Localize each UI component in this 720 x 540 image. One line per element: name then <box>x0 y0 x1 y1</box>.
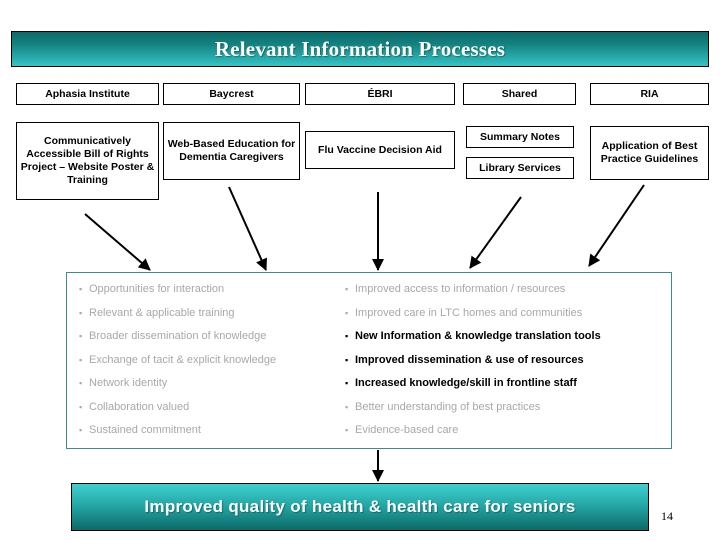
arrow-ria-to-outcomes <box>588 184 645 267</box>
bullet-marker-icon: ▪ <box>345 425 349 435</box>
project-box-best-practice-guidelines: Application of Best Practice Guidelines <box>590 126 709 180</box>
bullet-marker-icon: ▪ <box>345 401 349 412</box>
outcomes-box: ▪ Opportunities for interaction ▪ Releva… <box>66 272 672 449</box>
list-item-label: Exchange of tacit & explicit knowledge <box>89 353 277 366</box>
list-item-label: Collaboration valued <box>89 400 190 413</box>
list-item: ▪ New Information & knowledge translatio… <box>345 330 665 354</box>
list-item-label: Opportunities for interaction <box>89 283 225 295</box>
conclusion-label: Improved quality of health & health care… <box>144 497 576 516</box>
bullet-marker-icon: ▪ <box>345 307 349 318</box>
project-box-bill-of-rights: Communicatively Accessible Bill of Right… <box>16 122 159 200</box>
page-title: Relevant Information Processes <box>214 36 506 61</box>
list-item-label: Network identity <box>89 377 168 389</box>
list-item: ▪ Opportunities for interaction <box>79 283 359 307</box>
column-header-aphasia-institute: Aphasia Institute <box>16 83 159 105</box>
project-box-flu-vaccine-decision-aid: Flu Vaccine Decision Aid <box>305 131 455 169</box>
bullet-marker-icon: ▪ <box>79 354 83 365</box>
column-header-shared: Shared <box>463 83 576 105</box>
list-item-label: Improved care in LTC homes and communiti… <box>355 306 583 319</box>
list-item: ▪ Evidence-based care <box>345 424 665 448</box>
list-item-label: Improved dissemination & use of resource… <box>355 353 584 366</box>
list-item: ▪ Improved access to information / resou… <box>345 283 665 307</box>
list-item-label: Broader dissemination of knowledge <box>89 330 267 342</box>
list-item-label: Better understanding of best practices <box>355 400 541 413</box>
column-header-ebri: ÉBRI <box>305 83 455 105</box>
page-number: 14 <box>661 509 673 523</box>
list-item: ▪ Relevant & applicable training <box>79 307 359 331</box>
column-header-ria: RIA <box>590 83 709 105</box>
project-box-library-services: Library Services <box>466 157 574 179</box>
arrow-baycrest-to-outcomes <box>228 186 268 271</box>
bullet-marker-icon: ▪ <box>345 284 349 294</box>
list-item: ▪ Broader dissemination of knowledge <box>79 330 359 354</box>
project-box-summary-notes: Summary Notes <box>466 126 574 148</box>
bullet-marker-icon: ▪ <box>79 331 83 341</box>
list-item-label: Evidence-based care <box>355 424 459 436</box>
list-item: ▪ Better understanding of best practices <box>345 401 665 425</box>
list-item-label: Relevant & applicable training <box>89 306 235 319</box>
column-header-baycrest: Baycrest <box>163 83 300 105</box>
outcomes-right-column: ▪ Improved access to information / resou… <box>345 283 665 448</box>
bullet-marker-icon: ▪ <box>79 307 83 318</box>
bullet-marker-icon: ▪ <box>79 401 83 412</box>
list-item: ▪ Collaboration valued <box>79 401 359 425</box>
list-item: ▪ Improved dissemination & use of resour… <box>345 354 665 378</box>
arrow-aphasia-to-outcomes <box>84 213 151 271</box>
list-item-label: Improved access to information / resourc… <box>355 283 566 295</box>
bullet-marker-icon: ▪ <box>79 425 83 435</box>
arrow-shared-to-outcomes <box>469 196 522 269</box>
list-item: ▪ Increased knowledge/skill in frontline… <box>345 377 665 401</box>
bullet-marker-icon: ▪ <box>79 284 83 294</box>
list-item: ▪ Exchange of tacit & explicit knowledge <box>79 354 359 378</box>
bullet-marker-icon: ▪ <box>345 331 349 341</box>
list-item-label: Sustained commitment <box>89 424 201 436</box>
bullet-marker-icon: ▪ <box>79 378 83 388</box>
list-item: ▪ Network identity <box>79 377 359 401</box>
conclusion-banner: Improved quality of health & health care… <box>71 483 649 531</box>
bullet-marker-icon: ▪ <box>345 378 349 388</box>
list-item: ▪ Improved care in LTC homes and communi… <box>345 307 665 331</box>
outcomes-left-column: ▪ Opportunities for interaction ▪ Releva… <box>79 283 359 448</box>
list-item-label: New Information & knowledge translation … <box>355 330 601 342</box>
bullet-marker-icon: ▪ <box>345 354 349 365</box>
title-banner: Relevant Information Processes <box>11 31 709 67</box>
list-item-label: Increased knowledge/skill in frontline s… <box>355 377 577 389</box>
project-box-web-based-education: Web-Based Education for Dementia Caregiv… <box>163 122 300 180</box>
list-item: ▪ Sustained commitment <box>79 424 359 448</box>
